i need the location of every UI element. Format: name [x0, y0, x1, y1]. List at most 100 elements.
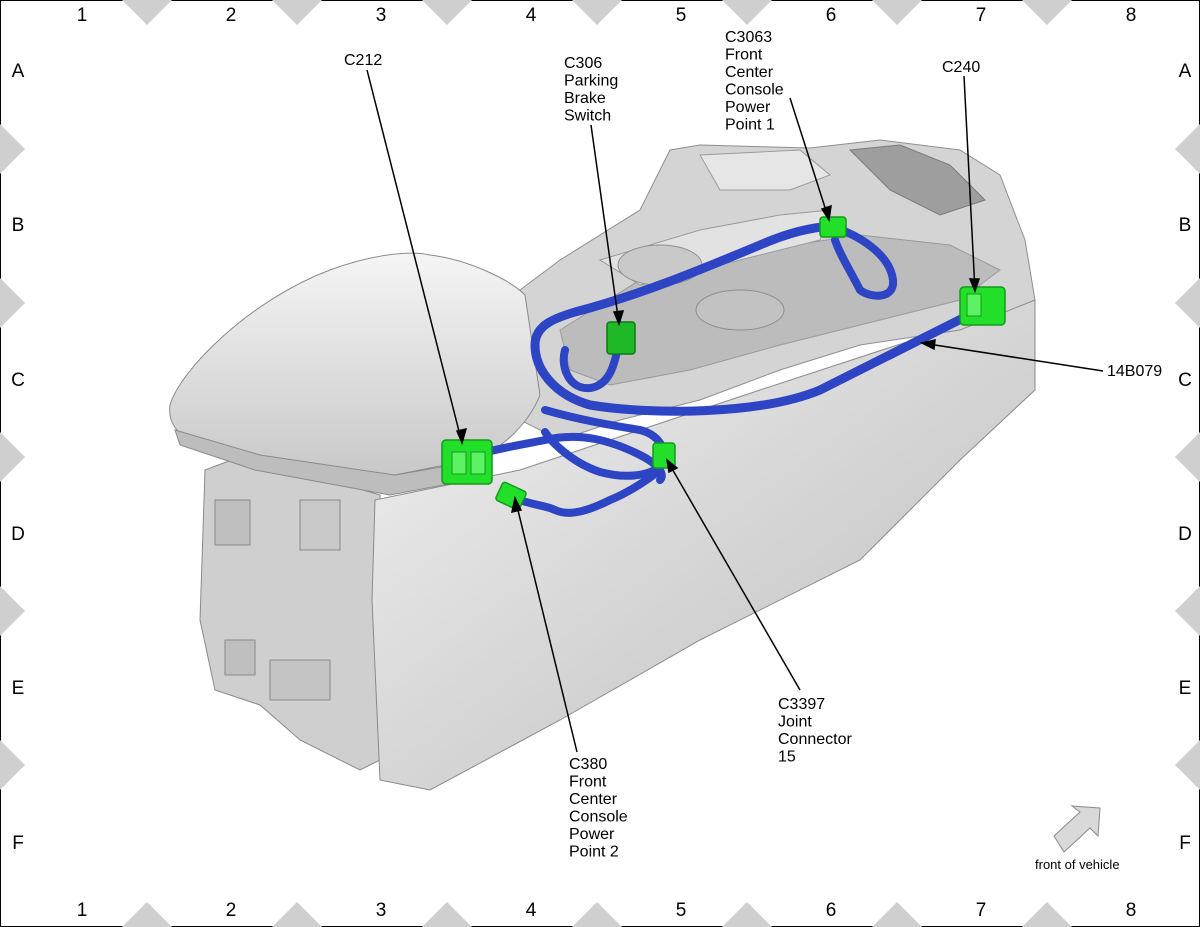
grid-row-label: F [1179, 833, 1191, 854]
arrowhead-c3063 [820, 204, 832, 223]
callout-line: C380 [569, 756, 607, 773]
arrowhead-c380 [511, 495, 523, 513]
leader-lines [366, 69, 1104, 753]
arrowhead-c3397 [665, 458, 679, 474]
harness-branch-c380 [511, 466, 664, 517]
callout-line: C3397 [778, 696, 825, 713]
leader-c3397 [666, 459, 801, 691]
leader-c212 [366, 69, 463, 444]
grid-column-label: 6 [826, 900, 837, 921]
callout-c240: C240 [942, 59, 980, 76]
grid-marker-bottom [722, 902, 772, 927]
callout-line: Center [569, 791, 618, 808]
grid-marker-right [1175, 124, 1200, 174]
grid-row-label: D [11, 524, 25, 545]
grid-marker-top [422, 0, 472, 25]
callout-c212: C212 [344, 52, 382, 69]
callout-line: Front [569, 774, 607, 791]
grid-column-label: 4 [526, 900, 537, 921]
arrow-up-right-icon [1053, 805, 1101, 853]
callout-line: Console [569, 809, 628, 826]
callout-c3397: C3397 Joint Connector 15 [778, 696, 856, 766]
callout-line: Center [725, 64, 774, 81]
grid-marker-left [0, 432, 25, 482]
grid-row-label: C [1178, 370, 1192, 391]
callout-line: C212 [344, 52, 382, 69]
leader-c306 [590, 124, 620, 325]
grid-column-label: 5 [676, 900, 687, 921]
connector-c380 [495, 481, 527, 511]
grid-column-labels-bottom: 1 2 3 4 5 6 7 8 [77, 900, 1137, 921]
grid-row-label: A [12, 61, 25, 82]
grid-row-label: F [12, 833, 24, 854]
grid-column-label: 6 [826, 5, 837, 26]
connector-c240 [959, 286, 1006, 326]
callout-line: Power [725, 99, 771, 116]
callout-line: Point 2 [569, 844, 619, 861]
grid-marker-top [722, 0, 772, 25]
wire-harness [471, 221, 980, 517]
grid-row-label: C [11, 370, 25, 391]
grid-row-labels-right: A B C D E F [1178, 61, 1192, 854]
callout-c306: C306 Parking Brake Switch [564, 55, 623, 125]
callout-line: Switch [564, 108, 611, 125]
grid-column-label: 7 [976, 5, 987, 26]
grid-row-labels-left: A B C D E F [11, 61, 25, 854]
grid-marker-top [1022, 0, 1072, 25]
grid-column-label: 3 [376, 5, 387, 26]
grid-marker-bottom [872, 902, 922, 927]
grid-row-label: E [12, 678, 25, 699]
leader-c380 [514, 497, 578, 753]
grid-marker-left [0, 586, 25, 636]
leader-c3063 [789, 97, 830, 221]
grid-column-label: 1 [77, 5, 88, 26]
grid-row-label: E [1179, 678, 1192, 699]
grid-row-label: B [1179, 215, 1192, 236]
harness-branch-c306 [559, 334, 624, 393]
callout-line: Joint [778, 714, 812, 731]
callout-line: C306 [564, 55, 602, 72]
connector-c212 [441, 439, 493, 485]
callout-line: Front [725, 47, 763, 64]
connector-c306 [606, 321, 636, 355]
grid-column-label: 1 [77, 900, 88, 921]
leader-c240 [963, 75, 976, 292]
grid-marker-bottom [122, 902, 172, 927]
grid-marker-right [1175, 432, 1200, 482]
callout-line: 15 [778, 749, 796, 766]
harness-branch-c3063 [826, 222, 897, 300]
grid-marker-bottom [272, 902, 322, 927]
grid-column-label: 8 [1126, 900, 1137, 921]
grid-marker-right [1175, 586, 1200, 636]
grid-column-label: 4 [526, 5, 537, 26]
grid-column-label: 5 [676, 5, 687, 26]
grid-marker-bottom [572, 902, 622, 927]
grid-marker-right [1175, 740, 1200, 790]
grid-marker-left [0, 124, 25, 174]
harness-main-trunk [530, 221, 980, 416]
grid-column-label: 2 [226, 5, 237, 26]
arrowhead-c240 [968, 278, 981, 294]
grid-marker-top [272, 0, 322, 25]
grid-column-label: 7 [976, 900, 987, 921]
grid-marker-right [1175, 278, 1200, 328]
callout-line: C240 [942, 59, 980, 76]
grid-column-labels-top: 1 2 3 4 5 6 7 8 [77, 5, 1137, 26]
grid-marker-top [872, 0, 922, 25]
connectors [441, 216, 1006, 511]
grid-marker-bottom [422, 902, 472, 927]
grid-row-label: D [1178, 524, 1192, 545]
callout-c3063: C3063 Front Center Console Power Point 1 [725, 29, 788, 134]
arrowhead-14b079 [919, 339, 936, 351]
front-of-vehicle-label: front of vehicle [1035, 857, 1120, 872]
leader-14b079 [921, 342, 1104, 372]
grid-column-label: 3 [376, 900, 387, 921]
callout-line: 14B079 [1107, 363, 1162, 380]
connector-c3063 [819, 216, 847, 238]
callout-line: Console [725, 82, 784, 99]
callout-labels: C212 C306 Parking Brake Switch C3063 Fro… [344, 29, 1162, 861]
callout-14b079: 14B079 [1107, 363, 1162, 380]
front-of-vehicle-indicator: front of vehicle [1035, 805, 1120, 872]
grid-column-label: 8 [1126, 5, 1137, 26]
